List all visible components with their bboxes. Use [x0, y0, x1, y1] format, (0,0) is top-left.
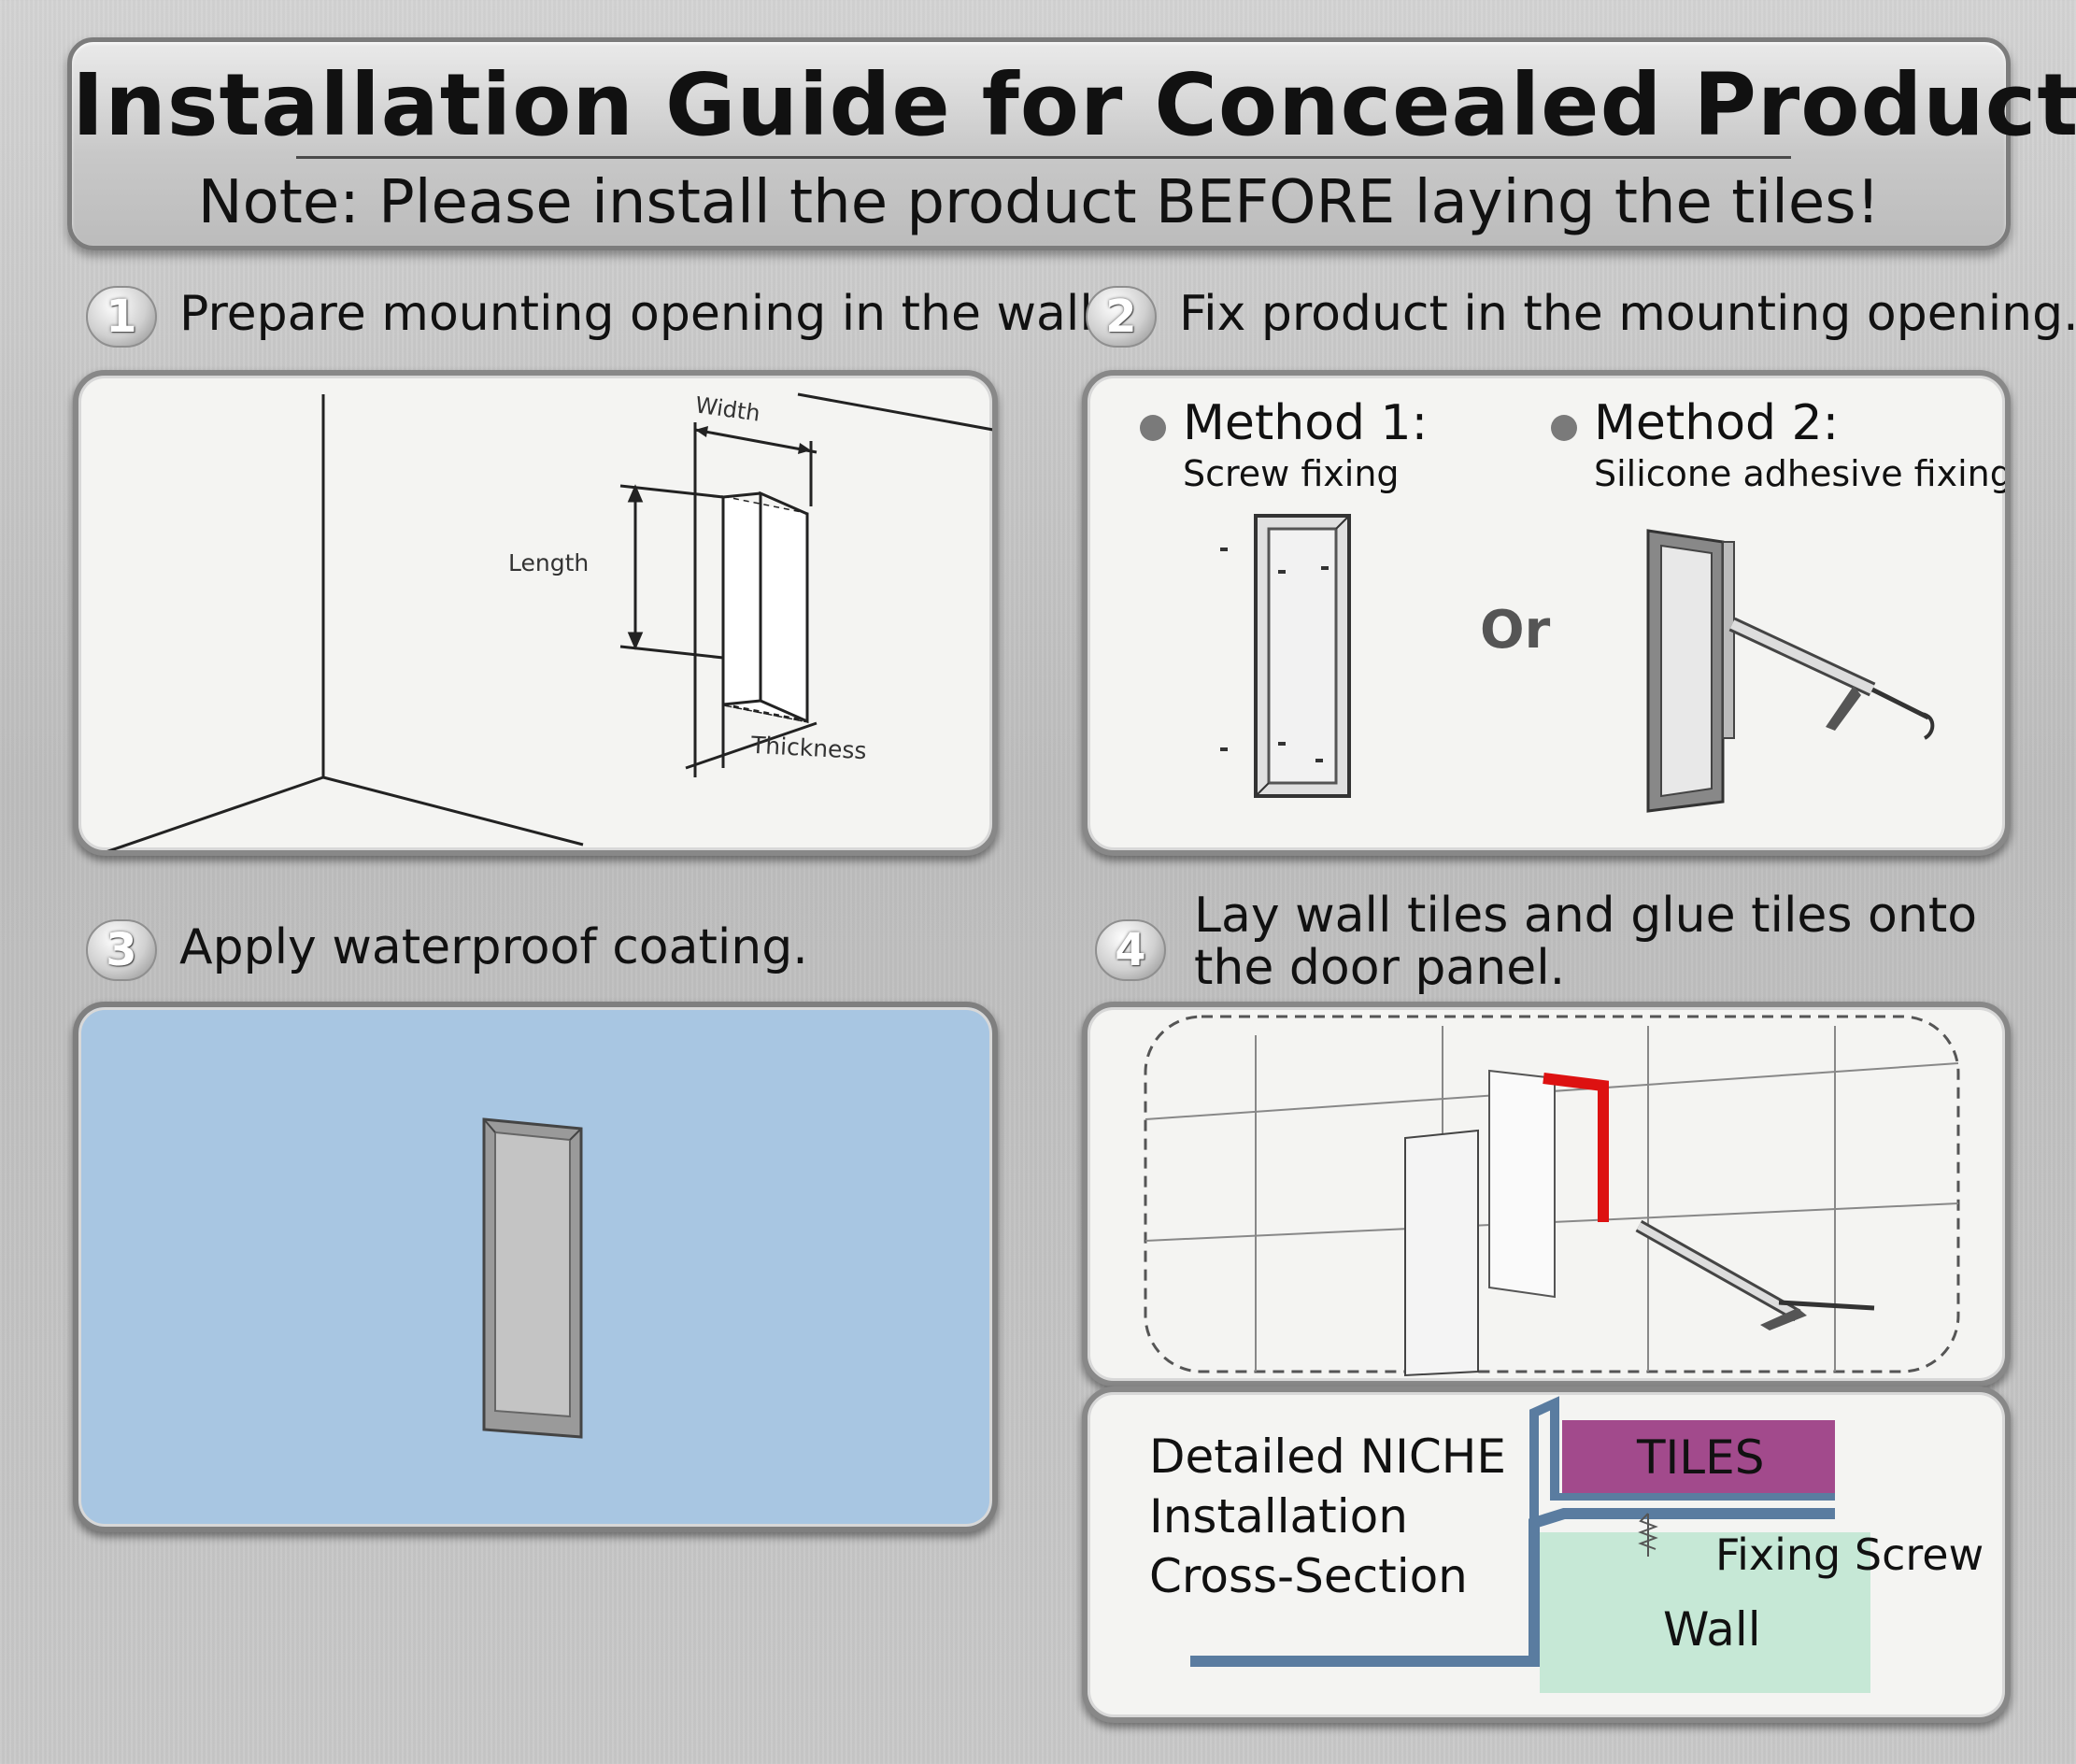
page-title: Installation Guide for Concealed Product…	[72, 55, 2076, 155]
step-1-badge: 1	[86, 286, 157, 348]
step-4-badge: 4	[1095, 919, 1166, 981]
fixing-screw-label: Fixing Screw	[1715, 1529, 1984, 1580]
step-1-label: Prepare mounting opening in the wall.	[179, 286, 1109, 342]
wall-opening-diagram	[107, 392, 992, 850]
wall-label: Wall	[1663, 1602, 1761, 1657]
length-label: Length	[508, 549, 590, 576]
tiles-label: TILES	[1637, 1430, 1765, 1485]
method-1-bullet	[1140, 415, 1166, 441]
step-1-panel: Width Length Thickness	[73, 370, 998, 856]
cross-section-diagram	[1190, 1396, 1870, 1693]
step-3-label: Apply waterproof coating.	[179, 919, 808, 975]
step-2-panel: Method 1: Screw fixing Method 2: Silicon…	[1082, 370, 2011, 856]
silicone-fixing-illustration	[1646, 529, 1935, 813]
step-2-badge: 2	[1086, 286, 1157, 348]
method-2-bullet	[1551, 415, 1577, 441]
header-banner: Installation Guide for Concealed Product…	[67, 37, 2076, 250]
method-1-title: Method 1:	[1183, 395, 1429, 451]
cross-section-caption-line2: Installation	[1149, 1489, 1408, 1544]
or-label: Or	[1480, 600, 1551, 661]
method-1-desc: Screw fixing	[1183, 453, 1400, 494]
install-note: Note: Please install the product BEFORE …	[197, 168, 1881, 237]
method-2-desc: Silicone adhesive fixing	[1594, 453, 2011, 494]
step-4-panel	[1082, 1002, 2011, 1387]
step-3-badge: 3	[86, 919, 157, 981]
tiling-illustration	[1144, 1015, 1960, 1377]
screw-fixing-illustration	[1220, 514, 1351, 798]
title-divider	[296, 156, 1791, 159]
step-4-label-line2: the door panel.	[1194, 940, 1566, 996]
cross-section-caption-line1: Detailed NICHE	[1149, 1430, 1506, 1484]
step-4-label-line1: Lay wall tiles and glue tiles onto	[1194, 888, 1978, 944]
coated-niche-illustration	[482, 1117, 583, 1439]
step-2-label: Fix product in the mounting opening.	[1179, 286, 2076, 342]
method-2-title: Method 2:	[1594, 395, 1840, 451]
step-3-panel	[73, 1002, 998, 1532]
cross-section-caption-line3: Cross-Section	[1149, 1549, 1468, 1603]
cross-section-panel: Detailed NICHE Installation Cross-Sectio…	[1082, 1387, 2011, 1723]
